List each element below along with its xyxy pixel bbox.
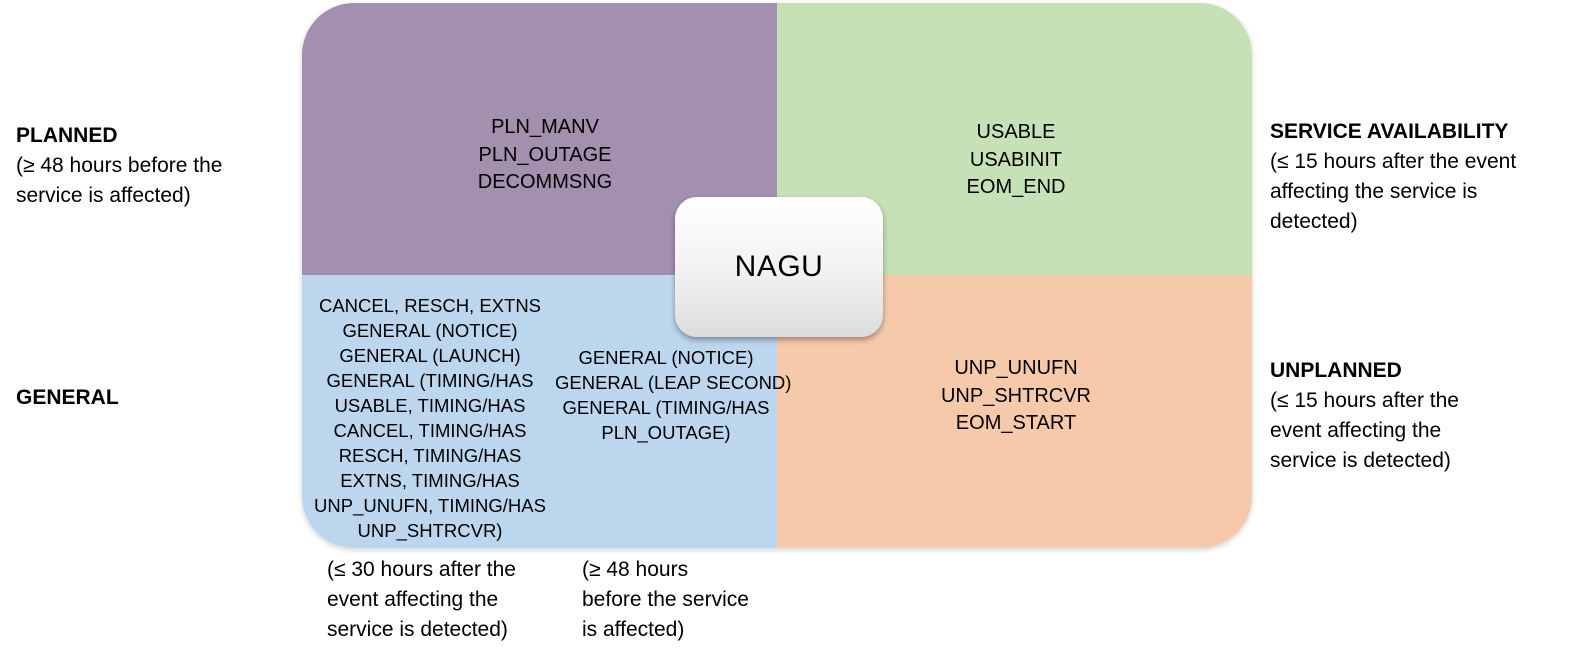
general-label: GENERAL	[16, 383, 119, 413]
quadrant-diagram	[302, 3, 1252, 548]
service-availability-label: SERVICE AVAILABILITY (≤ 15 hours after t…	[1270, 117, 1516, 237]
code-item: GENERAL (TIMING/HAS	[326, 370, 534, 391]
unplanned-timing-line-1: (≤ 15 hours after the	[1270, 389, 1459, 412]
unplanned-timing-line-2: event affecting the	[1270, 419, 1442, 442]
planned-label: PLANNED (≥ 48 hours before the service i…	[16, 121, 222, 211]
note-line: event affecting the	[327, 588, 499, 611]
planned-heading: PLANNED	[16, 124, 118, 147]
code-item: UNP_SHTRCVR)	[357, 520, 503, 541]
code-item: EOM_END	[966, 176, 1066, 198]
code-item: RESCH, TIMING/HAS	[338, 445, 522, 466]
code-item: PLN_OUTAGE	[478, 143, 612, 166]
nagu-label: NAGU	[734, 250, 824, 283]
code-item: GENERAL (TIMING/HAS	[562, 397, 770, 418]
general-after-event-note: (≤ 30 hours after the event affecting th…	[327, 555, 516, 645]
note-line: is affected)	[582, 618, 685, 641]
unplanned-heading: UNPLANNED	[1270, 359, 1402, 382]
code-item: PLN_OUTAGE)	[601, 422, 731, 443]
general-codes-after-event: CANCEL, RESCH, EXTNS GENERAL (NOTICE) GE…	[312, 293, 548, 543]
code-item: CANCEL, TIMING/HAS	[333, 420, 527, 441]
note-line: (≤ 30 hours after the	[327, 558, 516, 581]
general-codes-before-service: GENERAL (NOTICE) GENERAL (LEAP SECOND) G…	[555, 345, 792, 445]
unplanned-codes: UNP_UNUFN UNP_SHTRCVR EOM_START	[916, 355, 1116, 438]
nagu-center-box: NAGU	[675, 197, 883, 337]
code-item: DECOMMSNG	[477, 171, 613, 193]
code-item: UNP_SHTRCVR	[940, 384, 1092, 407]
code-item: USABLE	[976, 121, 1056, 143]
planned-timing-line-2: service is affected)	[16, 184, 191, 207]
code-item: CANCEL, RESCH, EXTNS	[318, 295, 542, 316]
service-timing-line-1: (≤ 15 hours after the event	[1270, 150, 1517, 173]
code-item: USABLE, TIMING/HAS	[334, 395, 526, 416]
general-before-service-note: (≥ 48 hours before the service is affect…	[582, 555, 749, 645]
unplanned-label: UNPLANNED (≤ 15 hours after the event af…	[1270, 356, 1459, 476]
service-availability-codes: USABLE USABINIT EOM_END	[916, 119, 1116, 202]
code-item: GENERAL (LAUNCH)	[339, 345, 521, 366]
planned-codes: PLN_MANV PLN_OUTAGE DECOMMSNG	[445, 114, 645, 197]
service-timing-line-3: detected)	[1270, 210, 1358, 233]
code-item: GENERAL (LEAP SECOND)	[555, 372, 792, 393]
code-item: UNP_UNUFN, TIMING/HAS	[314, 495, 546, 516]
service-timing-line-2: affecting the service is	[1270, 180, 1478, 203]
code-item: UNP_UNUFN	[954, 357, 1078, 379]
code-item: EXTNS, TIMING/HAS	[340, 470, 520, 491]
general-heading: GENERAL	[16, 386, 119, 409]
code-item: USABINIT	[969, 148, 1063, 171]
code-item: GENERAL (NOTICE)	[342, 320, 518, 341]
planned-timing-line-1: (≥ 48 hours before the	[16, 154, 223, 177]
code-item: PLN_MANV	[491, 116, 599, 138]
note-line: (≥ 48 hours	[582, 558, 689, 581]
note-line: service is detected)	[327, 618, 508, 641]
code-item: EOM_START	[955, 412, 1077, 434]
unplanned-timing-line-3: service is detected)	[1270, 449, 1451, 472]
note-line: before the service	[582, 588, 749, 611]
service-availability-heading: SERVICE AVAILABILITY	[1270, 120, 1509, 143]
code-item: GENERAL (NOTICE)	[578, 347, 754, 368]
